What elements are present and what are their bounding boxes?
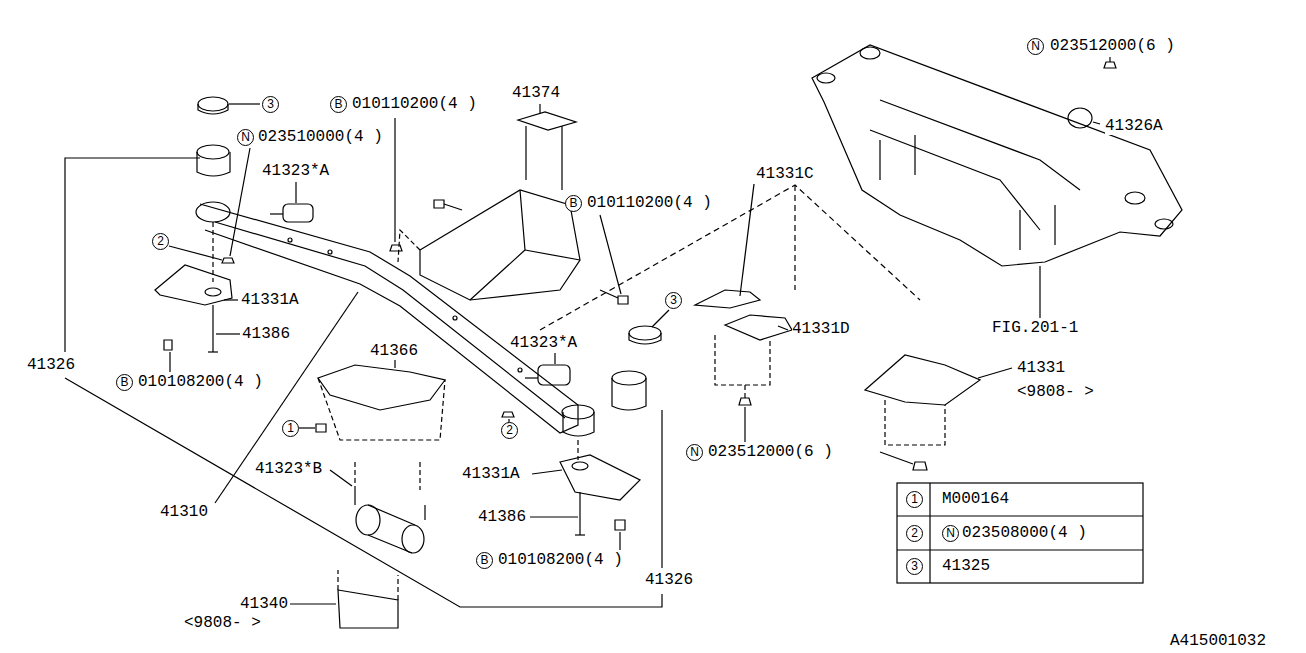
circled-callout: B: [565, 195, 582, 212]
circled-callout: N: [237, 129, 254, 146]
part-label: 41326: [645, 571, 693, 589]
part-label: 41331: [1017, 359, 1065, 377]
part-label: 41331D: [792, 320, 850, 338]
part-label: <9808- >: [184, 614, 261, 632]
circled-callout: 1: [906, 491, 923, 508]
part-label: 41374: [512, 84, 560, 102]
circled-callout: 3: [906, 558, 923, 575]
part-label: 41323*A: [510, 334, 577, 352]
part-label: 41386: [242, 325, 290, 343]
part-label: 010110200(4 ): [587, 194, 712, 212]
part-label: 010108200(4 ): [138, 373, 263, 391]
part-label: 41323*A: [262, 162, 329, 180]
part-label: 41326A: [1105, 117, 1163, 135]
part-label: 41386: [478, 508, 526, 526]
part-label: 023510000(4 ): [258, 128, 383, 146]
part-label: 023512000(6 ): [1050, 37, 1175, 55]
circled-callout: 2: [152, 233, 169, 250]
part-label: 41310: [160, 503, 208, 521]
part-label: 023508000(4 ): [962, 524, 1087, 542]
part-label: <9808- >: [1017, 383, 1094, 401]
part-label: 41331C: [756, 165, 814, 183]
circled-callout: B: [476, 552, 493, 569]
part-label: 41331A: [241, 291, 299, 309]
part-label: 010110200(4 ): [352, 95, 477, 113]
part-label: 41331A: [462, 465, 520, 483]
circled-callout: N: [1027, 38, 1044, 55]
part-label: A415001032: [1170, 632, 1266, 650]
circled-callout: 2: [501, 422, 518, 439]
circled-callout: B: [330, 96, 347, 113]
part-label: 41325: [942, 557, 990, 575]
part-label: 41340: [240, 595, 288, 613]
part-label: 41323*B: [255, 460, 322, 478]
circled-callout: 3: [665, 292, 682, 309]
part-label: 023512000(6 ): [708, 443, 833, 461]
part-label: 41366: [370, 342, 418, 360]
circled-callout: B: [116, 374, 133, 391]
part-label: 010108200(4 ): [498, 551, 623, 569]
circled-callout: N: [686, 444, 703, 461]
circled-callout: 2: [906, 525, 923, 542]
part-label: M000164: [942, 490, 1009, 508]
part-label: 41326: [27, 356, 75, 374]
circled-callout: 3: [262, 96, 279, 113]
part-label: FIG.201-1: [992, 319, 1078, 337]
circled-callout: N: [942, 525, 959, 542]
circled-callout: 1: [282, 420, 299, 437]
